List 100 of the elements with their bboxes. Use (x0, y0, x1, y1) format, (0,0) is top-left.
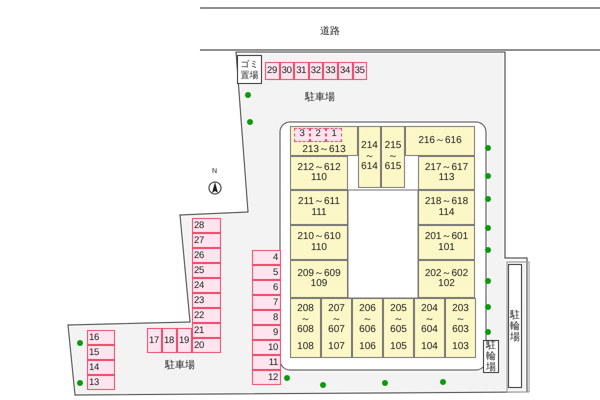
area-label: 30 (282, 66, 292, 76)
room-number: 114 (438, 208, 454, 218)
parking-space (252, 295, 281, 310)
apartment-unit (290, 156, 348, 190)
area-label: 9 (273, 328, 278, 338)
unit-number-range: 215 ～ 615 (384, 141, 402, 173)
area-label: 33 (325, 66, 336, 76)
parking-space (252, 265, 281, 280)
area-label: 1 (332, 129, 336, 139)
area-label: 10 (268, 342, 278, 352)
parking-space (192, 218, 221, 233)
parking-space (192, 278, 221, 293)
unit-number-range: 202～602 (424, 268, 468, 279)
parking-space (252, 355, 281, 370)
area-label: 14 (89, 362, 99, 372)
area-label: 26 (194, 250, 204, 260)
parking-space (192, 248, 221, 263)
unit-number-range: 208 ～ 608 (296, 304, 315, 336)
unit-number-range: 207 ～ 607 (327, 304, 346, 336)
unit-number-range: 201～601 (424, 232, 468, 242)
bicycle-parking (508, 264, 522, 388)
parking-space (252, 325, 281, 340)
parking-space (252, 280, 281, 295)
parking-space (323, 62, 338, 80)
parking-space (252, 370, 281, 385)
parking-space (192, 338, 221, 353)
parking-space (147, 328, 162, 353)
area-label: 35 (354, 66, 365, 76)
parking-space (192, 308, 221, 323)
room-number: 101 (438, 242, 455, 253)
area-label: 20 (194, 340, 204, 350)
parking-space (192, 263, 221, 278)
area-label: 19 (179, 336, 189, 346)
area-label: 24 (194, 280, 204, 290)
parking-space (338, 62, 353, 80)
room-number: 109 (310, 279, 328, 290)
apartment-unit (352, 298, 383, 358)
unit-number-range: 213～613 (302, 144, 346, 155)
area-label: 7 (273, 298, 278, 308)
area-label: 27 (194, 236, 204, 246)
area-label: 23 (194, 296, 204, 306)
area-label: 28 (194, 220, 204, 230)
unit-number-range: 218～618 (424, 197, 468, 208)
room-number: 106 (359, 342, 376, 352)
unit-number-range: 216～616 (418, 136, 462, 146)
apartment-unit (290, 225, 348, 260)
parking-label: 駐車場 (305, 90, 335, 104)
apartment-unit (418, 225, 475, 260)
area-label: 5 (273, 268, 278, 278)
apartment-unit (381, 126, 405, 188)
area-label: ゴミ置場 (240, 59, 260, 80)
room-number: 110 (311, 242, 327, 253)
area-label: 6 (273, 282, 278, 292)
parking-space (87, 360, 115, 375)
apartment-unit (290, 298, 321, 358)
apartment-unit (290, 126, 358, 156)
road-label: 道路 (320, 25, 340, 38)
parking-space (192, 233, 221, 248)
area-label: 18 (164, 336, 174, 346)
parking-space (294, 62, 309, 80)
parking-space (87, 330, 115, 345)
room-number: 113 (438, 173, 454, 184)
room-number: 111 (311, 208, 327, 218)
parking-space (326, 128, 342, 142)
unit-number-range: 217～617 (424, 162, 468, 173)
area-label: 3 (300, 129, 304, 139)
area-label: 2 (316, 129, 320, 139)
area-label: 11 (268, 358, 278, 368)
parking-space (252, 250, 281, 265)
area-label: 16 (89, 332, 99, 342)
area-label: 31 (296, 66, 306, 76)
parking-space (280, 62, 294, 80)
area-label: 29 (267, 66, 277, 76)
apartment-unit (383, 298, 414, 358)
parking-space (308, 62, 324, 80)
room-number: 102 (438, 279, 455, 290)
unit-number-range: 211～611 (298, 197, 340, 208)
apartment-unit (290, 190, 348, 225)
area-label: 17 (149, 336, 159, 346)
area-label: 34 (340, 66, 350, 76)
parking-space (177, 328, 192, 353)
apartment-unit (418, 190, 475, 225)
area-label: 25 (194, 266, 204, 276)
apartment-unit (405, 126, 475, 156)
area-label: 13 (89, 378, 99, 388)
area-label: 4 (273, 252, 278, 262)
area-label: 15 (89, 348, 99, 358)
area-label: 32 (310, 66, 321, 76)
area-label: 21 (194, 326, 204, 336)
parking-space (192, 293, 221, 308)
room-number: 107 (328, 342, 345, 352)
apartment-unit (321, 298, 352, 358)
bicycle-parking (483, 340, 499, 373)
area-label: 駐輪場 (486, 340, 496, 373)
unit-number-range: 205 ～ 605 (389, 304, 408, 336)
parking-space (162, 328, 177, 353)
parking-space (87, 375, 115, 390)
unit-number-range: 209～609 (297, 268, 341, 279)
parking-space (87, 345, 115, 360)
apartment-unit (414, 298, 445, 358)
